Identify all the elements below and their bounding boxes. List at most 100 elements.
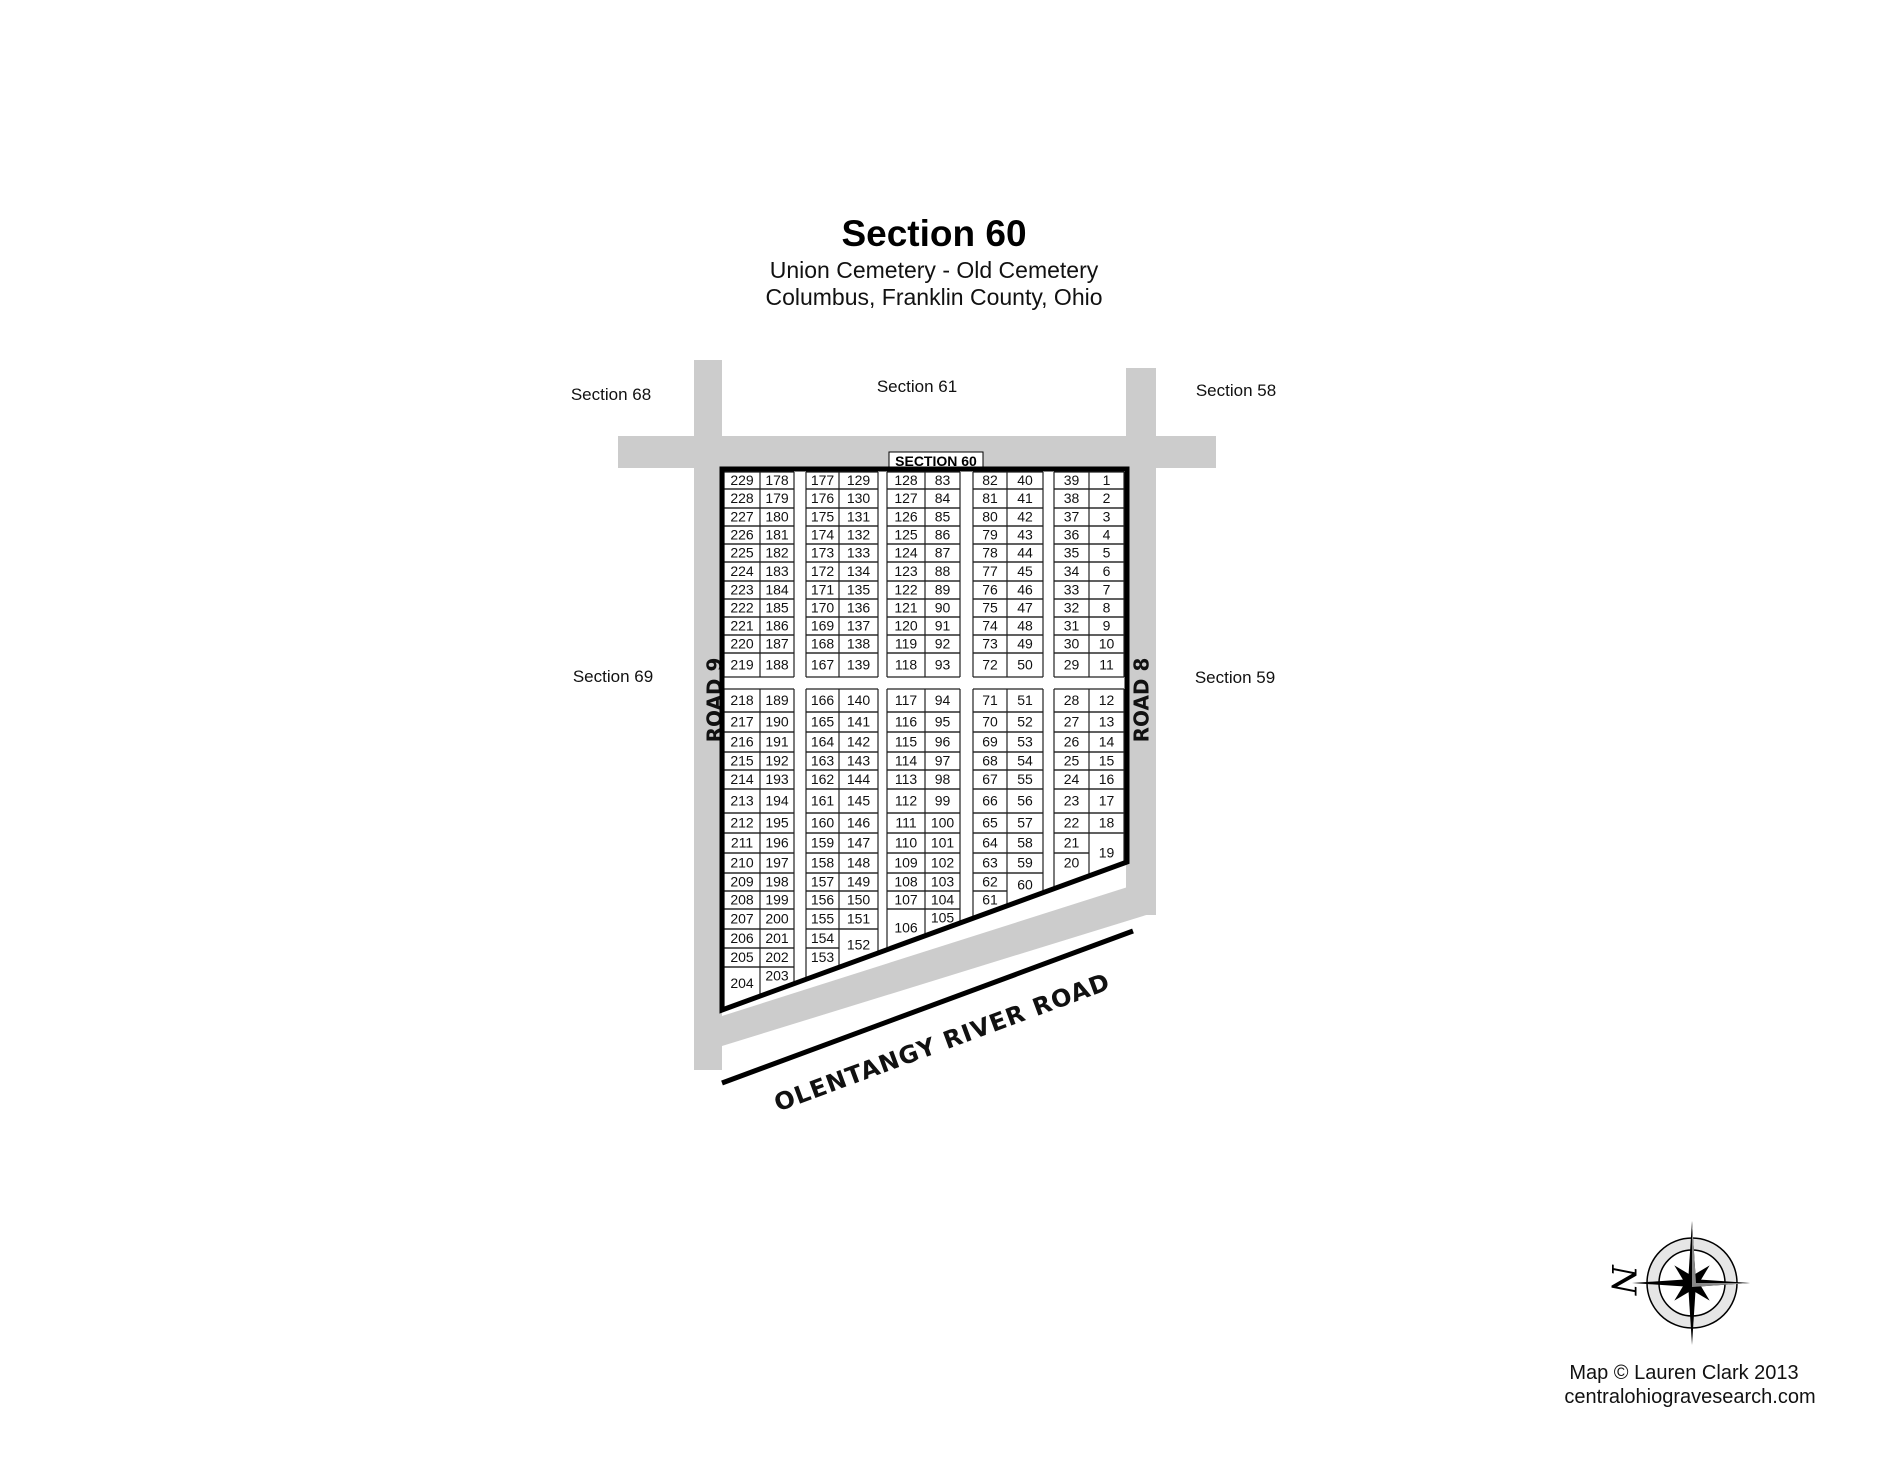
road-8 <box>1126 368 1156 915</box>
label-section-61: Section 61 <box>877 377 957 396</box>
plot-number: 99 <box>935 793 951 809</box>
plot-number: 61 <box>982 892 998 908</box>
plot-number: 79 <box>982 527 998 543</box>
plot-number: 117 <box>895 692 918 708</box>
plot-number: 39 <box>1064 472 1080 488</box>
plot-number: 200 <box>765 911 789 927</box>
plot-number: 191 <box>765 734 789 750</box>
plot-number: 185 <box>765 600 789 616</box>
plot-number: 120 <box>894 618 918 634</box>
plot-number: 205 <box>730 949 754 965</box>
plot-number: 195 <box>765 815 789 831</box>
plot-number: 3 <box>1103 509 1111 525</box>
plot-number: 96 <box>935 734 951 750</box>
plot-number: 41 <box>1017 490 1033 506</box>
plot-number: 107 <box>894 892 918 908</box>
plot-number: 78 <box>982 545 998 561</box>
plot-number: 132 <box>847 527 871 543</box>
plot-number: 104 <box>931 892 955 908</box>
plot-number: 98 <box>935 771 951 787</box>
plot-number: 220 <box>730 636 754 652</box>
plot-number: 186 <box>765 618 789 634</box>
plot-number: 59 <box>1017 855 1033 871</box>
plot-number: 67 <box>982 771 998 787</box>
plot-number: 27 <box>1064 714 1080 730</box>
plot-number: 119 <box>895 636 918 652</box>
plot-number: 17 <box>1099 793 1115 809</box>
plot-number: 100 <box>931 815 955 831</box>
plot-number: 216 <box>730 734 754 750</box>
label-section-68: Section 68 <box>571 385 651 404</box>
plot-number: 7 <box>1103 582 1111 598</box>
plot-number: 34 <box>1064 563 1080 579</box>
plot-number: 136 <box>847 600 871 616</box>
plot-number: 73 <box>982 636 998 652</box>
plot-number: 174 <box>811 527 835 543</box>
plot-number: 69 <box>982 734 998 750</box>
plot-number: 176 <box>811 490 835 506</box>
plot-number: 115 <box>895 734 918 750</box>
plot-number: 202 <box>765 949 789 965</box>
plot-number: 149 <box>847 874 871 890</box>
plot-number: 152 <box>847 937 871 953</box>
plot-number: 56 <box>1017 793 1033 809</box>
plot-number: 62 <box>982 874 998 890</box>
plot-number: 210 <box>730 855 754 871</box>
plot-number: 32 <box>1064 600 1080 616</box>
plot-number: 225 <box>730 545 754 561</box>
plot-number: 26 <box>1064 734 1080 750</box>
plot-number: 201 <box>765 930 789 946</box>
plot-number: 209 <box>730 874 754 890</box>
plot-number: 170 <box>811 600 835 616</box>
plot-number: 121 <box>894 600 918 616</box>
plot-number: 226 <box>730 527 754 543</box>
plot-number: 126 <box>894 509 918 525</box>
plot-number: 21 <box>1064 835 1080 851</box>
plot-number: 108 <box>894 874 918 890</box>
plot-number: 169 <box>811 618 835 634</box>
plot-number: 160 <box>811 815 835 831</box>
plot-number: 66 <box>982 793 998 809</box>
plot-number: 48 <box>1017 618 1033 634</box>
compass-rose-icon <box>1632 1221 1750 1345</box>
plot-number: 167 <box>811 657 835 673</box>
plot-number: 162 <box>811 771 835 787</box>
plot-number: 154 <box>811 930 835 946</box>
plot-number: 97 <box>935 753 951 769</box>
plot-number: 102 <box>931 855 955 871</box>
plot-number: 131 <box>847 509 871 525</box>
plot-number: 218 <box>730 692 754 708</box>
plot-number: 114 <box>895 753 918 769</box>
map-credit: Map © Lauren Clark 2013 <box>1569 1362 1798 1384</box>
plot-number: 90 <box>935 600 951 616</box>
plot-number: 142 <box>847 734 871 750</box>
plot-number: 51 <box>1017 692 1033 708</box>
plot-number: 109 <box>894 855 918 871</box>
plot-number: 175 <box>811 509 835 525</box>
plot-number: 24 <box>1064 771 1080 787</box>
plot-number: 68 <box>982 753 998 769</box>
plot-number: 144 <box>847 771 871 787</box>
plot-number: 2 <box>1103 490 1111 506</box>
plot-number: 72 <box>982 657 998 673</box>
section-outline <box>719 466 1130 1014</box>
plot-number: 43 <box>1017 527 1033 543</box>
plot-number: 219 <box>730 657 754 673</box>
plot-number: 30 <box>1064 636 1080 652</box>
plot-number: 50 <box>1017 657 1033 673</box>
plot-number: 91 <box>935 618 951 634</box>
plot-number: 86 <box>935 527 951 543</box>
plot-number: 190 <box>765 714 789 730</box>
plot-number: 168 <box>811 636 835 652</box>
plot-number: 20 <box>1064 855 1080 871</box>
plot-number: 166 <box>811 692 835 708</box>
plot-number: 207 <box>730 911 754 927</box>
plot-number: 137 <box>847 618 871 634</box>
plot-number: 134 <box>847 563 871 579</box>
plot-number: 6 <box>1103 563 1111 579</box>
plot-number: 5 <box>1103 545 1111 561</box>
plot-number: 10 <box>1099 636 1115 652</box>
plot-number: 150 <box>847 892 871 908</box>
plot-number: 213 <box>730 793 754 809</box>
plot-number: 81 <box>982 490 998 506</box>
